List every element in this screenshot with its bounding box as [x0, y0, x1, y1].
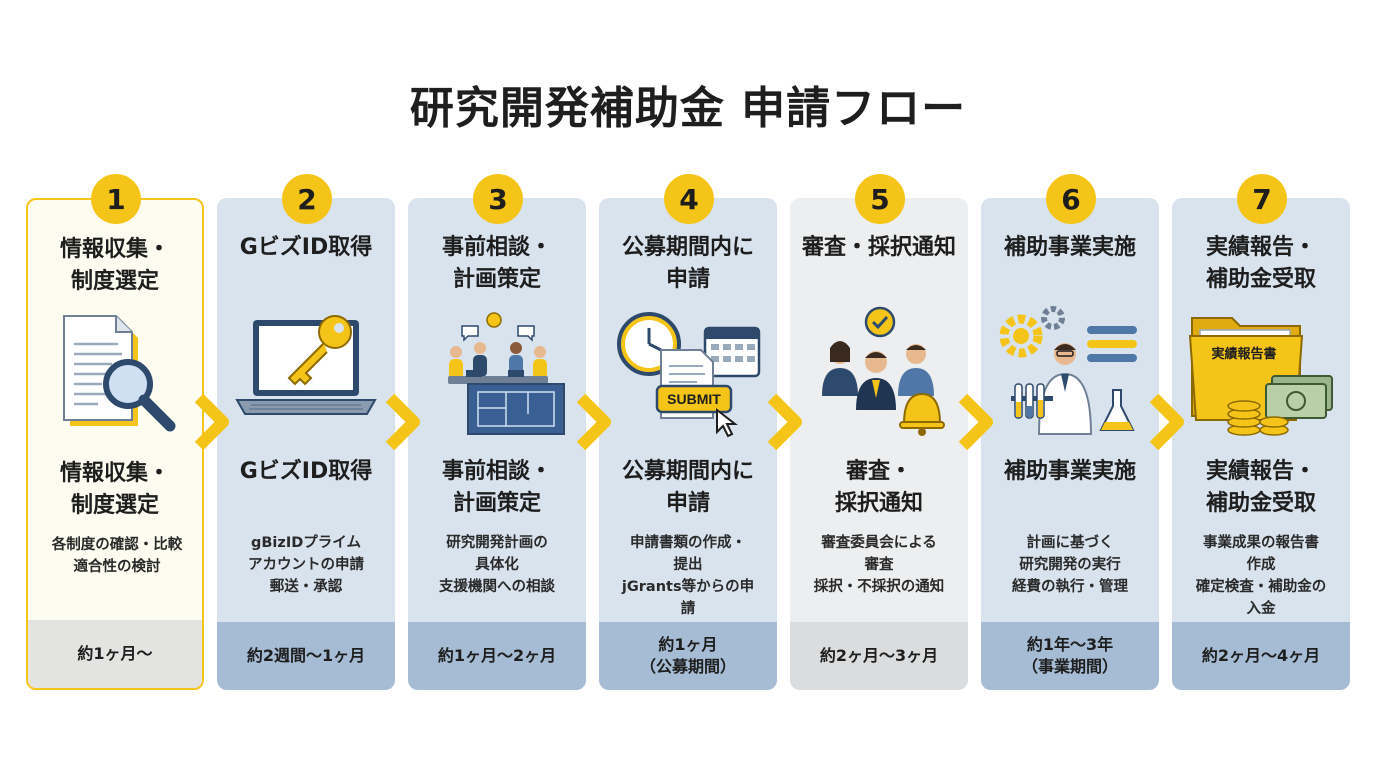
step-subheading: 補助事業実施 [1003, 459, 1136, 484]
step-description: 申請書類の作成・ 提出 jGrants等からの申 請 [621, 535, 755, 617]
step-description: 研究開発計画の 具体化 支援機関への相談 [439, 535, 555, 595]
step-subheading: 実績報告・ 補助金受取 [1205, 459, 1316, 516]
step-duration: 約1ヶ月 （公募期間） [599, 622, 777, 690]
step-card-5: 審査・採択通知 審査・ 採択通知 審査委員会による 審査 採択・不採択の通知 約… [790, 198, 968, 690]
step-number-badge-6: 6 [1046, 174, 1096, 224]
step-duration: 約2週間〜1ヶ月 [217, 622, 395, 690]
step-duration: 約2ヶ月〜4ヶ月 [1172, 622, 1350, 690]
laptop-key-icon [235, 315, 377, 415]
step-description: 計画に基づく 研究開発の実行 経費の執行・管理 [1012, 535, 1128, 595]
chevron-right-icon [385, 394, 420, 450]
step-duration: 約2ヶ月〜3ヶ月 [790, 622, 968, 690]
submit-label: SUBMIT [667, 391, 721, 407]
step-heading: GビズID取得 [239, 235, 373, 260]
meeting-blueprint-icon [448, 312, 565, 435]
step-number-badge-3: 3 [473, 174, 523, 224]
step-number-badge-2: 2 [282, 174, 332, 224]
step-heading: 実績報告・ 補助金受取 [1205, 235, 1316, 292]
step-subheading: 審査・ 採択通知 [834, 459, 923, 516]
step-card-3: 事前相談・ 計画策定 事前相談・ 計画策定 研究開発計画の 具体化 支援機関への… [408, 198, 586, 690]
report-label: 実績報告書 [1211, 346, 1276, 362]
step-subheading: GビズID取得 [239, 459, 373, 484]
step-description: 審査委員会による 審査 採択・不採択の通知 [813, 535, 945, 595]
step-subheading: 情報収集・ 制度選定 [59, 461, 170, 518]
scientist-gears-icon [999, 306, 1137, 435]
folder-coins-icon: 実績報告書 [1188, 317, 1333, 436]
step-card-6: 補助事業実施 補助事業実施 計画に基づく 研究開発の実行 経費の執行・管理 約1… [981, 198, 1159, 690]
page-title: 研究開発補助金 申請フロー [409, 83, 967, 134]
step-heading: 事前相談・ 計画策定 [441, 235, 552, 292]
step-description: 事業成果の報告書 作成 確定検査・補助金の 入金 [1195, 535, 1327, 617]
step-number-badge-4: 4 [664, 174, 714, 224]
step-heading: 補助事業実施 [1003, 235, 1136, 260]
step-card-7: 実績報告・ 補助金受取 実績報告書 実績報告・ 補助金受取 事業成果の報告書 作… [1172, 198, 1350, 690]
step-heading: 情報収集・ 制度選定 [59, 237, 170, 294]
chevron-right-icon [1149, 394, 1184, 450]
step-card-2: GビズID取得 GビズID取得 gBizIDプライム アカウントの申請 郵送・承… [217, 198, 395, 690]
step-number-badge-7: 7 [1237, 174, 1287, 224]
step-duration: 約1ヶ月〜 [28, 620, 202, 688]
reviewers-bell-icon [822, 306, 945, 436]
step-heading: 公募期間内に 申請 [621, 235, 754, 292]
chevron-right-icon [767, 394, 802, 450]
step-duration: 約1年〜3年 （事業期間） [981, 622, 1159, 690]
step-subheading: 事前相談・ 計画策定 [441, 459, 552, 516]
chevron-right-icon [958, 394, 993, 450]
step-description: gBizIDプライム アカウントの申請 郵送・承認 [248, 535, 364, 595]
step-number-badge-5: 5 [855, 174, 905, 224]
submit-clock-icon: SUBMIT [617, 312, 761, 438]
step-description: 各制度の確認・比較 適合性の検討 [51, 537, 183, 575]
step-duration: 約1ヶ月〜2ヶ月 [408, 622, 586, 690]
chevron-right-icon [194, 394, 229, 450]
chevron-right-icon [576, 394, 611, 450]
document-magnifier-icon [63, 315, 176, 432]
step-heading: 審査・採択通知 [801, 235, 956, 260]
step-subheading: 公募期間内に 申請 [621, 459, 754, 516]
step-card-4: 公募期間内に 申請 SUBMIT 公募期間内に 申請 申請書類の作成・ 提出 j… [599, 198, 777, 690]
step-number-badge-1: 1 [91, 174, 141, 224]
step-card-1: 情報収集・ 制度選定 情報収集・ 制度選定 各制度の確認・比較 適合性の検討 約… [26, 198, 204, 690]
